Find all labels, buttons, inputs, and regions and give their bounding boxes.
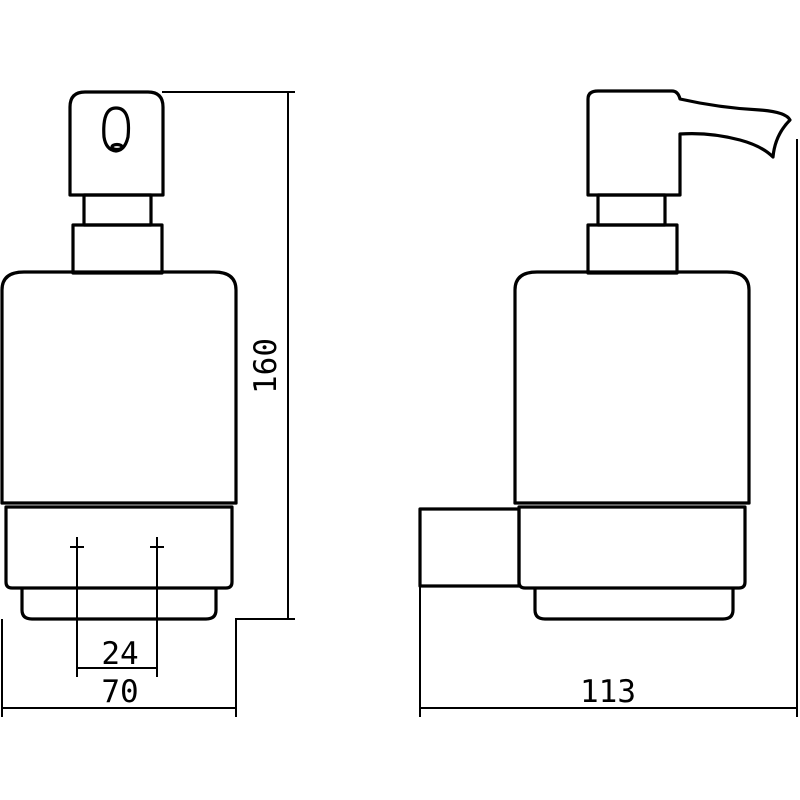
front-holder-ring — [4, 505, 234, 590]
front-mount-screw-left — [70, 537, 84, 561]
height-label: 160 — [248, 338, 284, 394]
depth-label: 113 — [580, 674, 636, 710]
side-bottle-body — [513, 270, 751, 505]
dimension-height: 160 — [162, 91, 295, 620]
front-mount-screw-right — [150, 537, 164, 561]
width-label: 70 — [101, 674, 138, 710]
spacing-label: 24 — [101, 636, 138, 672]
dimension-mount-spacing: 24 — [76, 559, 158, 677]
dimension-width: 70 — [1, 619, 237, 717]
front-pump-nozzle-hole — [102, 106, 131, 153]
dimension-depth: 113 — [419, 139, 798, 717]
side-pump-collar — [586, 223, 679, 275]
side-pump-head — [586, 89, 792, 197]
side-pump-stem — [596, 193, 667, 227]
front-pump-head — [68, 90, 165, 197]
front-pump-collar — [71, 223, 164, 275]
front-pump-stem — [82, 193, 153, 227]
front-holder-base — [20, 587, 218, 621]
side-view — [418, 89, 792, 621]
front-pump-nozzle-tip — [110, 142, 124, 152]
front-bottle-body — [0, 270, 238, 505]
side-holder-base — [533, 587, 735, 621]
side-wall-bracket — [418, 507, 521, 588]
side-holder-ring — [517, 505, 747, 590]
front-view — [0, 90, 238, 621]
